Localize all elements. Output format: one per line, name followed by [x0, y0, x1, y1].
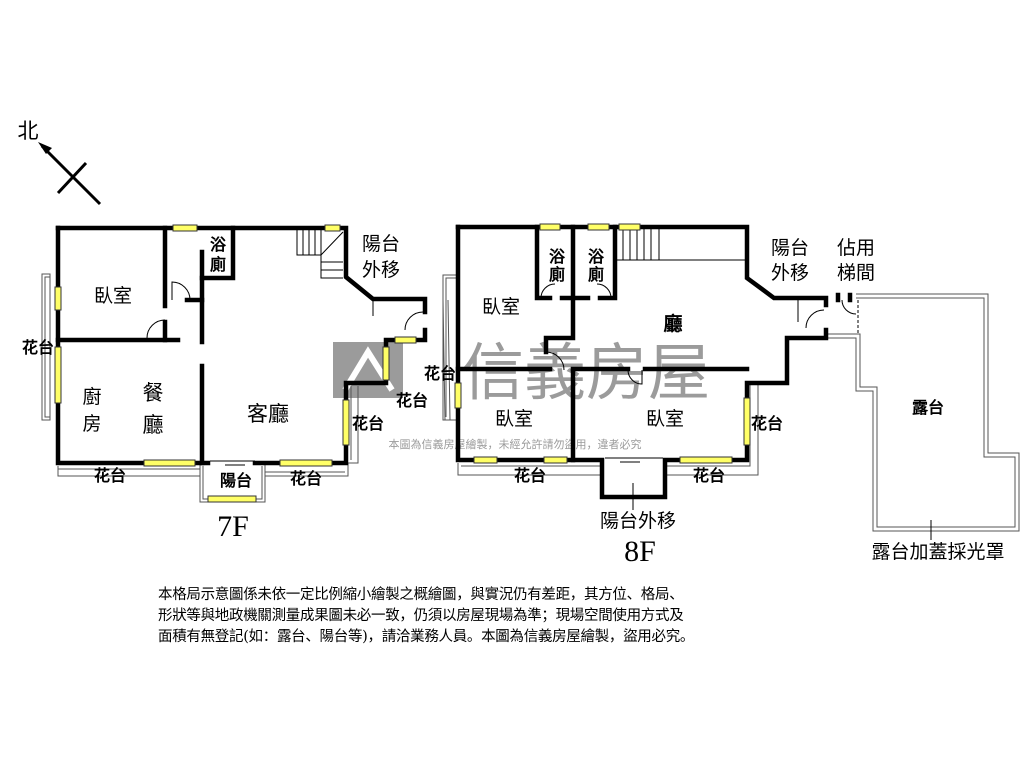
north-label: 北 — [18, 119, 39, 143]
terrace-label: 露台 — [912, 398, 944, 417]
planter-label: 花台 — [693, 466, 725, 485]
kitchen-label: 廚 — [82, 385, 101, 408]
floor-title-8f: 8F — [624, 535, 656, 568]
terrace-covered-label: 露台加蓋採光罩 — [871, 541, 1004, 563]
kitchen-label: 房 — [82, 413, 101, 435]
balcony-moved-label: 陽台外移 — [600, 510, 676, 532]
watermark: 信義房屋 本圖為信義房屋繪製，未經允許請勿盜用，違者必究 — [333, 336, 710, 451]
bedroom-label: 臥室 — [482, 296, 520, 318]
hall-label: 廳 — [663, 312, 682, 335]
dining-label: 餐 — [143, 381, 164, 405]
door-swing — [171, 281, 191, 301]
planter-label: 花台 — [94, 466, 126, 485]
planter-label: 花台 — [751, 414, 783, 433]
floor-8f: 浴 廁 浴 廁 臥室 廳 陽台 外移 佔用 梯間 花台 臥室 臥室 花台 花台 … — [424, 223, 1020, 568]
balcony-label: 陽台 — [220, 471, 252, 490]
bath-label: 浴 — [210, 235, 227, 254]
planter-label: 花台 — [514, 466, 546, 485]
watermark-logo-text: 信義房屋 — [462, 336, 710, 409]
balcony-moved-label: 陽台 — [362, 233, 400, 255]
planter-label: 花台 — [352, 414, 384, 433]
note-line: 形狀等與地政機關測量成果圖未必一致，仍須以房屋現場為準；現場空間使用方式及 — [158, 608, 684, 624]
north-arrow-icon — [38, 142, 102, 206]
disclaimer-note: 本格局示意圖係未依一定比例縮小繪製之概繪圖，與實況仍有差距，其方位、格局、 形狀… — [158, 585, 838, 648]
planter-label: 花台 — [396, 391, 428, 410]
stair-occupied-label: 佔用 — [837, 237, 875, 259]
planter-label: 花台 — [290, 469, 322, 488]
bedroom-label: 臥室 — [646, 408, 684, 430]
staircase — [296, 228, 344, 279]
balcony-moved-label: 陽台 — [771, 237, 809, 259]
door-swing — [146, 319, 166, 339]
note-line: 本格局示意圖係未依一定比例縮小繪製之概繪圖，與實況仍有差距，其方位、格局、 — [158, 587, 684, 603]
windows-8f — [454, 223, 751, 464]
floor-title-7f: 7F — [217, 510, 249, 543]
bedroom-label: 臥室 — [94, 285, 132, 307]
stair-occupied-label: 梯間 — [837, 262, 875, 284]
staircase — [615, 227, 747, 261]
bath-label: 廁 — [588, 265, 604, 284]
windows-7f — [54, 224, 417, 503]
planter-label: 花台 — [22, 338, 54, 357]
living-room-label: 客廳 — [247, 402, 289, 426]
terrace-outline — [826, 293, 1020, 532]
bath-label: 浴 — [588, 247, 605, 266]
floor-7f: 浴 廁 臥室 陽台 外移 花台 廚 房 餐 廳 客廳 花台 陽台 花台 花台 花… — [22, 224, 451, 543]
bedroom-label: 臥室 — [495, 408, 533, 430]
watermark-line: 本圖為信義房屋繪製，未經允許請勿盜用，違者必究 — [389, 437, 642, 451]
balcony-moved-label: 外移 — [771, 262, 809, 284]
dining-label: 廳 — [143, 413, 164, 437]
balcony-moved-label: 外移 — [362, 259, 400, 281]
note-line: 面積有無登記(如：露台、陽台等)，請洽業務人員。本圖為信義房屋繪製，盜用必究。 — [158, 629, 695, 645]
bath-label: 廁 — [210, 255, 226, 274]
door-swing — [404, 311, 424, 331]
bath-label: 廁 — [549, 265, 565, 284]
planter-label: 花台 — [424, 364, 456, 383]
bath-label: 浴 — [549, 247, 566, 266]
